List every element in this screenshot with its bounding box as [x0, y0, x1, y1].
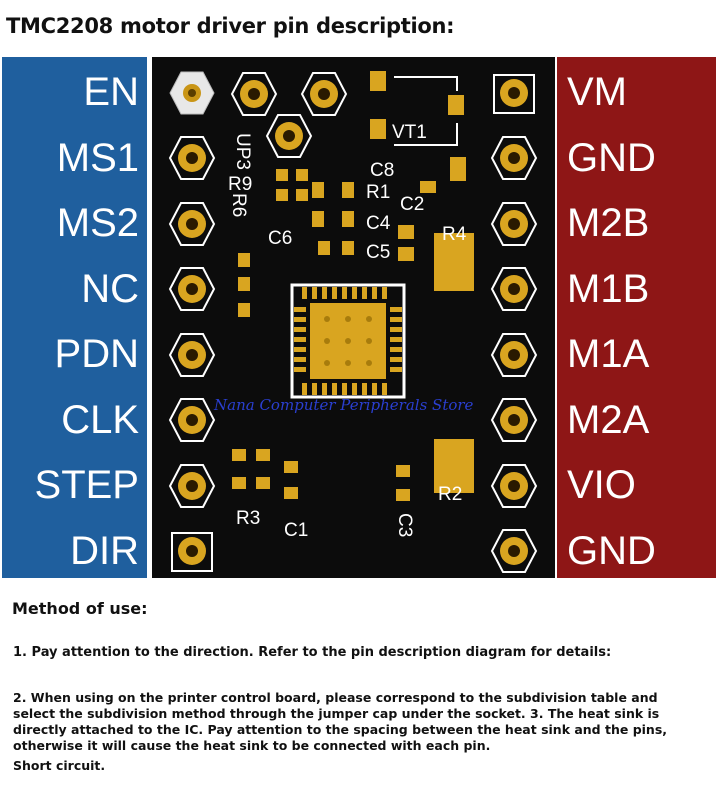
- silk-c5: C5: [366, 242, 391, 263]
- method-heading: Method of use:: [12, 599, 148, 618]
- pcb-artwork: [168, 71, 538, 573]
- method-note: Short circuit.: [13, 758, 106, 773]
- pin-label-ms1: MS1: [56, 136, 139, 180]
- left-header-pins: [168, 71, 216, 572]
- jumper-pads: [230, 72, 348, 158]
- pcb-board: VT1 UP3 R9 R6 C8 R1 C2 C4 C6 C5 R4 R2 R3…: [152, 57, 555, 578]
- silk-vt1: VT1: [392, 122, 427, 143]
- pin-label-gnd-top: GND: [567, 136, 656, 180]
- silk-c2: C2: [400, 194, 425, 215]
- silk-c1: C1: [284, 520, 309, 541]
- silk-r9: R9: [228, 174, 253, 195]
- silk-up3: UP3: [232, 133, 253, 170]
- pin-label-pdn: PDN: [54, 332, 139, 376]
- vt1-transistor: [370, 71, 466, 181]
- pin-label-m2a: M2A: [567, 398, 650, 442]
- smd-pads: [232, 169, 474, 501]
- left-pin-panel: EN MS1 MS2 NC PDN CLK STEP DIR: [2, 57, 147, 578]
- pin-label-dir: DIR: [70, 529, 139, 573]
- pin-pads-left-rest: [168, 136, 216, 572]
- method-step-1: 1. Pay attention to the direction. Refer…: [13, 645, 612, 660]
- method-step-2: 2. When using on the printer control boa…: [13, 690, 668, 753]
- pin-label-en: EN: [83, 70, 139, 114]
- pin-label-clk: CLK: [61, 398, 139, 442]
- store-watermark: Nana Computer Peripherals Store: [214, 396, 474, 414]
- right-header-pins: [490, 74, 538, 573]
- silk-c3: C3: [394, 513, 415, 538]
- pin-label-vm: VM: [567, 70, 627, 114]
- pin-label-step: STEP: [34, 463, 139, 507]
- silk-c8: C8: [370, 160, 395, 181]
- silk-r3: R3: [236, 508, 261, 529]
- silk-c6: C6: [268, 228, 293, 249]
- silk-c4: C4: [366, 213, 391, 234]
- pin-label-vio: VIO: [567, 463, 636, 507]
- tmc2208-chip: [290, 283, 406, 399]
- pin-label-m2b: M2B: [567, 201, 650, 245]
- right-pin-panel: VM GND M2B M1B M1A M2A VIO GND: [557, 57, 716, 578]
- silk-r1: R1: [366, 182, 391, 203]
- pin-label-m1a: M1A: [567, 332, 650, 376]
- pin-label-m1b: M1B: [567, 267, 650, 311]
- pin-label-ms2: MS2: [56, 201, 139, 245]
- pin-label-gnd-bottom: GND: [567, 529, 656, 573]
- silk-r4: R4: [442, 224, 467, 245]
- silk-r6: R6: [228, 193, 249, 218]
- page-title: TMC2208 motor driver pin description:: [6, 14, 455, 38]
- pin-label-nc: NC: [81, 267, 139, 311]
- silk-r2: R2: [438, 484, 463, 505]
